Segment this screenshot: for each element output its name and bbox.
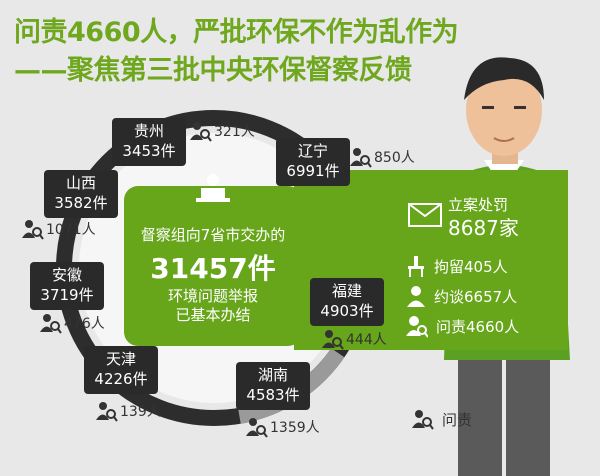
province-name: 福建 xyxy=(331,282,362,300)
center-line4: 已基本办结 xyxy=(175,306,251,324)
count-tianjin: 139人 xyxy=(96,400,161,422)
count-hunan: 1359人 xyxy=(246,416,320,438)
province-fujian: 福建 4903件 xyxy=(310,278,384,326)
province-cases: 3719件 xyxy=(40,286,94,304)
detained-label: 拘留405人 xyxy=(434,257,508,276)
province-shanxi: 山西 3582件 xyxy=(44,170,118,218)
center-total: 31457件 xyxy=(150,252,276,285)
detained-row: 拘留405人 xyxy=(406,254,508,278)
title-line-2: ——聚焦第三批中央环保督察反馈 xyxy=(14,55,412,86)
province-cases: 3453件 xyxy=(122,142,176,160)
legend-label: 问责 xyxy=(442,410,473,429)
province-name: 湖南 xyxy=(257,366,288,384)
province-liaoning: 辽宁 6991件 xyxy=(276,138,350,186)
province-name: 天津 xyxy=(105,350,136,368)
province-anhui: 安徽 3719件 xyxy=(30,262,104,310)
province-name: 贵州 xyxy=(133,122,164,140)
province-name: 辽宁 xyxy=(297,142,328,160)
center-line1: 督察组向7省市交办的 xyxy=(140,226,286,244)
center-line3: 环境问题举报 xyxy=(167,287,258,305)
province-cases: 4226件 xyxy=(94,370,148,388)
person-magnifier-icon xyxy=(406,316,428,338)
accountable-label: 问责4660人 xyxy=(436,317,520,336)
filed-value: 8687家 xyxy=(448,216,519,240)
province-name: 山西 xyxy=(65,174,96,192)
accountable-row: 问责4660人 xyxy=(406,314,519,338)
person-magnifier-icon xyxy=(412,410,434,430)
people-count: 1359人 xyxy=(270,420,320,436)
province-cases: 6991件 xyxy=(286,162,340,180)
province-cases: 3582件 xyxy=(54,194,108,212)
province-guizhou: 贵州 3453件 xyxy=(112,118,186,166)
title-line-1: 问责4660人，严批环保不作为乱作为 xyxy=(14,17,459,48)
official-podium-icon xyxy=(196,174,230,202)
person-magnifier-icon xyxy=(322,330,344,350)
count-liaoning: 850人 xyxy=(350,146,415,168)
legend: 问责 xyxy=(412,408,472,430)
people-count: 476人 xyxy=(64,316,105,332)
people-count: 321人 xyxy=(214,124,255,140)
person-magnifier-icon xyxy=(96,402,118,422)
envelope-icon xyxy=(408,203,442,227)
person-icon xyxy=(407,286,425,307)
people-count: 139人 xyxy=(120,404,161,420)
province-hunan: 湖南 4583件 xyxy=(236,362,310,410)
people-count: 444人 xyxy=(346,332,387,348)
province-name: 安徽 xyxy=(51,266,82,284)
chair-icon xyxy=(408,256,424,277)
count-anhui: 476人 xyxy=(40,312,105,334)
interviewed-label: 约谈6657人 xyxy=(434,287,518,306)
province-cases: 4583件 xyxy=(246,386,300,404)
province-tianjin: 天津 4226件 xyxy=(84,346,158,394)
center-panel: 督察组向7省市交办的 31457件 环境问题举报 已基本办结 xyxy=(124,174,302,346)
province-cases: 4903件 xyxy=(320,302,374,320)
person-magnifier-icon xyxy=(190,122,212,142)
count-guizhou: 321人 xyxy=(190,120,255,142)
people-count: 850人 xyxy=(374,150,415,166)
person-magnifier-icon xyxy=(246,418,268,438)
count-fujian: 444人 xyxy=(322,328,387,350)
person-magnifier-icon xyxy=(350,148,372,168)
filed-label: 立案处罚 xyxy=(448,196,509,214)
interviewed-row: 约谈6657人 xyxy=(406,284,517,308)
people-count: 1071人 xyxy=(46,222,96,238)
person-magnifier-icon xyxy=(22,220,44,240)
count-shanxi: 1071人 xyxy=(22,218,96,240)
person-magnifier-icon xyxy=(40,314,62,334)
